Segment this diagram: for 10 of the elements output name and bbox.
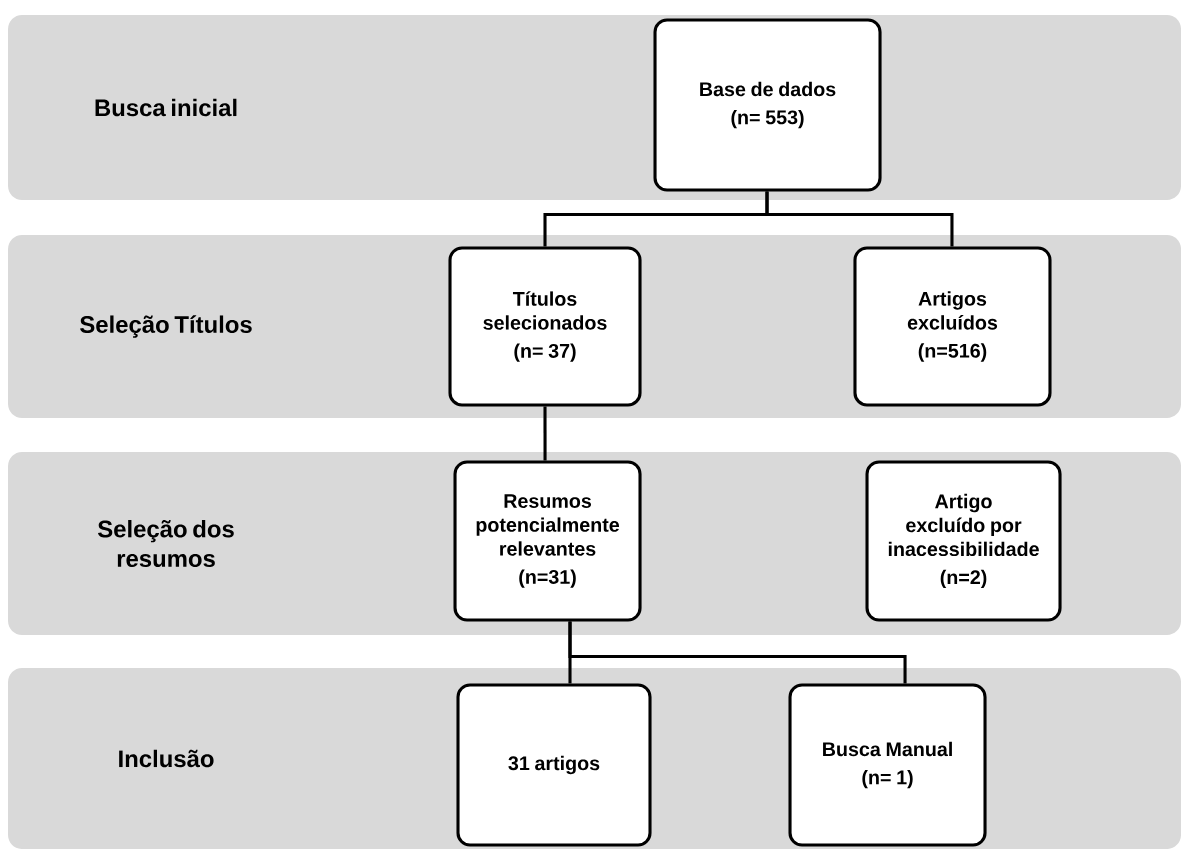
connector-line bbox=[543, 406, 547, 461]
process-box: Resumos potencialmente relevantes (n=31) bbox=[453, 460, 642, 622]
process-box: Base de dados (n= 553) bbox=[653, 18, 882, 192]
process-box: 31 artigos bbox=[456, 683, 652, 847]
process-box: Artigo excluído por inacessibilidade (n=2) bbox=[865, 460, 1062, 622]
connector-line bbox=[765, 191, 954, 247]
process-box: Artigos excluídos (n=516) bbox=[853, 246, 1052, 407]
process-box: Títulos selecionados (n= 37) bbox=[448, 246, 642, 407]
connector-line bbox=[568, 621, 907, 684]
process-box: Busca Manual (n= 1) bbox=[788, 683, 987, 847]
